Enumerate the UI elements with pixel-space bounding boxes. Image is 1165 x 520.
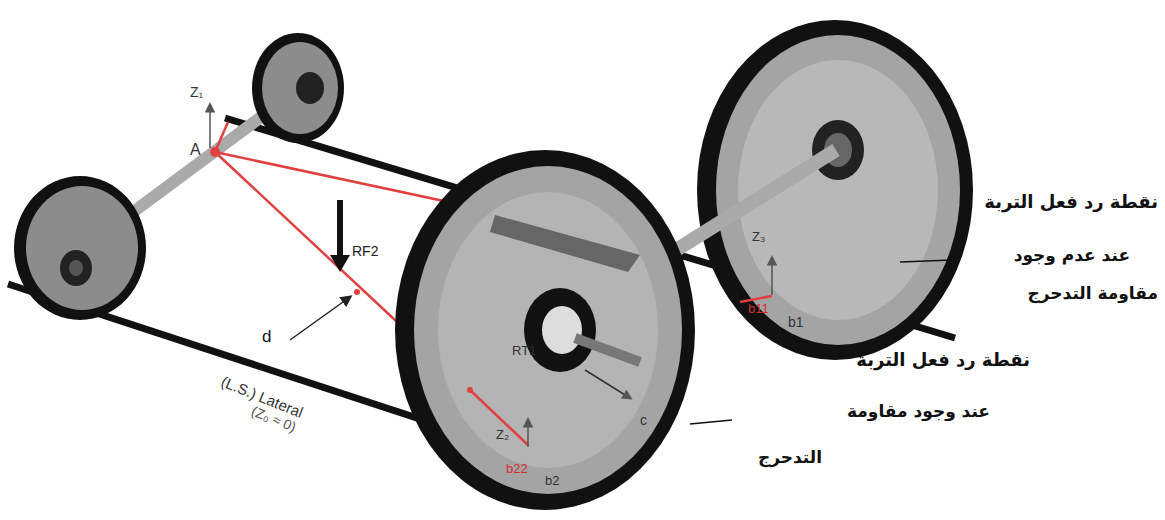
symbol-label: Z₂ [496,428,509,443]
small-wheel [14,176,146,320]
front-wheel [395,150,695,510]
support-triangle [470,390,528,445]
pivot-point [210,147,220,157]
force-arrow [585,370,630,398]
dimension-arrow [290,297,350,340]
axis-arrow [527,420,529,447]
arabic-note: عند وجود مقاومة [847,402,990,422]
symbol-label: Z₁ [190,84,203,100]
arabic-note: نقطة رد فعل التربة [856,350,1030,371]
axis-arrow [209,105,211,148]
arabic-note: التدحرج [758,448,822,468]
load-arrow [337,200,343,262]
symbol-label: b1 [788,314,804,330]
load-point [354,289,360,295]
symbol-label: c [640,412,647,428]
arabic-note: مقاومة التدحرج [1027,284,1158,304]
axis-arrow [771,258,773,295]
pivot-point [467,387,473,393]
symbol-label: d [262,327,271,347]
symbol-label: Z₃ [752,230,765,245]
symbol-label: RT1 [512,344,536,359]
load-arrow [330,255,350,272]
arabic-note: نقطة رد فعل التربة [984,192,1158,213]
symbol-label: RF2 [352,243,378,259]
leader-line [690,420,732,424]
symbol-label: b22 [506,462,528,477]
arabic-note: عند عدم وجود [1014,246,1130,266]
rear-wheel [697,20,973,360]
small-wheel [252,33,344,143]
symbol-label: A [190,141,201,159]
symbol-label: b2 [545,474,559,489]
symbol-label: b11 [748,302,769,317]
leader-line [900,260,952,262]
